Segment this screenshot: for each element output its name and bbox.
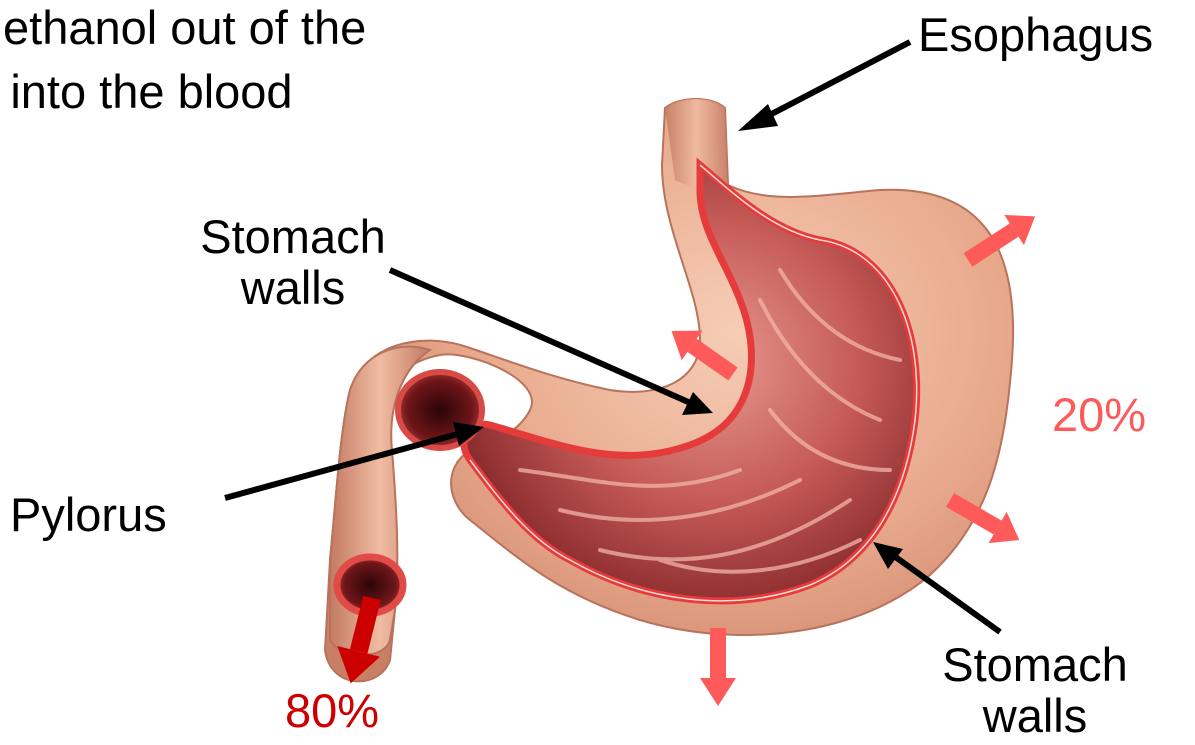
label-stomach-walls-top-line2: walls [178, 263, 408, 314]
absorption-arrow-bottom [700, 628, 736, 706]
label-stomach-walls-bottom-line1: Stomach [920, 640, 1150, 691]
label-esophagus: Esophagus [918, 10, 1153, 61]
header-text: ethanol out of the nd into the blood [0, 0, 470, 130]
percentage-stomach: 20% [1052, 390, 1146, 441]
label-stomach-walls-bottom-line2: walls [920, 691, 1150, 742]
label-pylorus: Pylorus [10, 490, 167, 541]
percentage-intestine: 80% [285, 686, 379, 737]
header-line-1: ethanol out of the [3, 0, 470, 55]
label-stomach-walls-top-line1: Stomach [178, 212, 408, 263]
label-stomach-walls-bottom: Stomach walls [920, 640, 1150, 742]
header-line-2: nd into the blood [0, 64, 470, 119]
pointer-esophagus [738, 42, 910, 131]
label-stomach-walls-top: Stomach walls [178, 212, 408, 314]
